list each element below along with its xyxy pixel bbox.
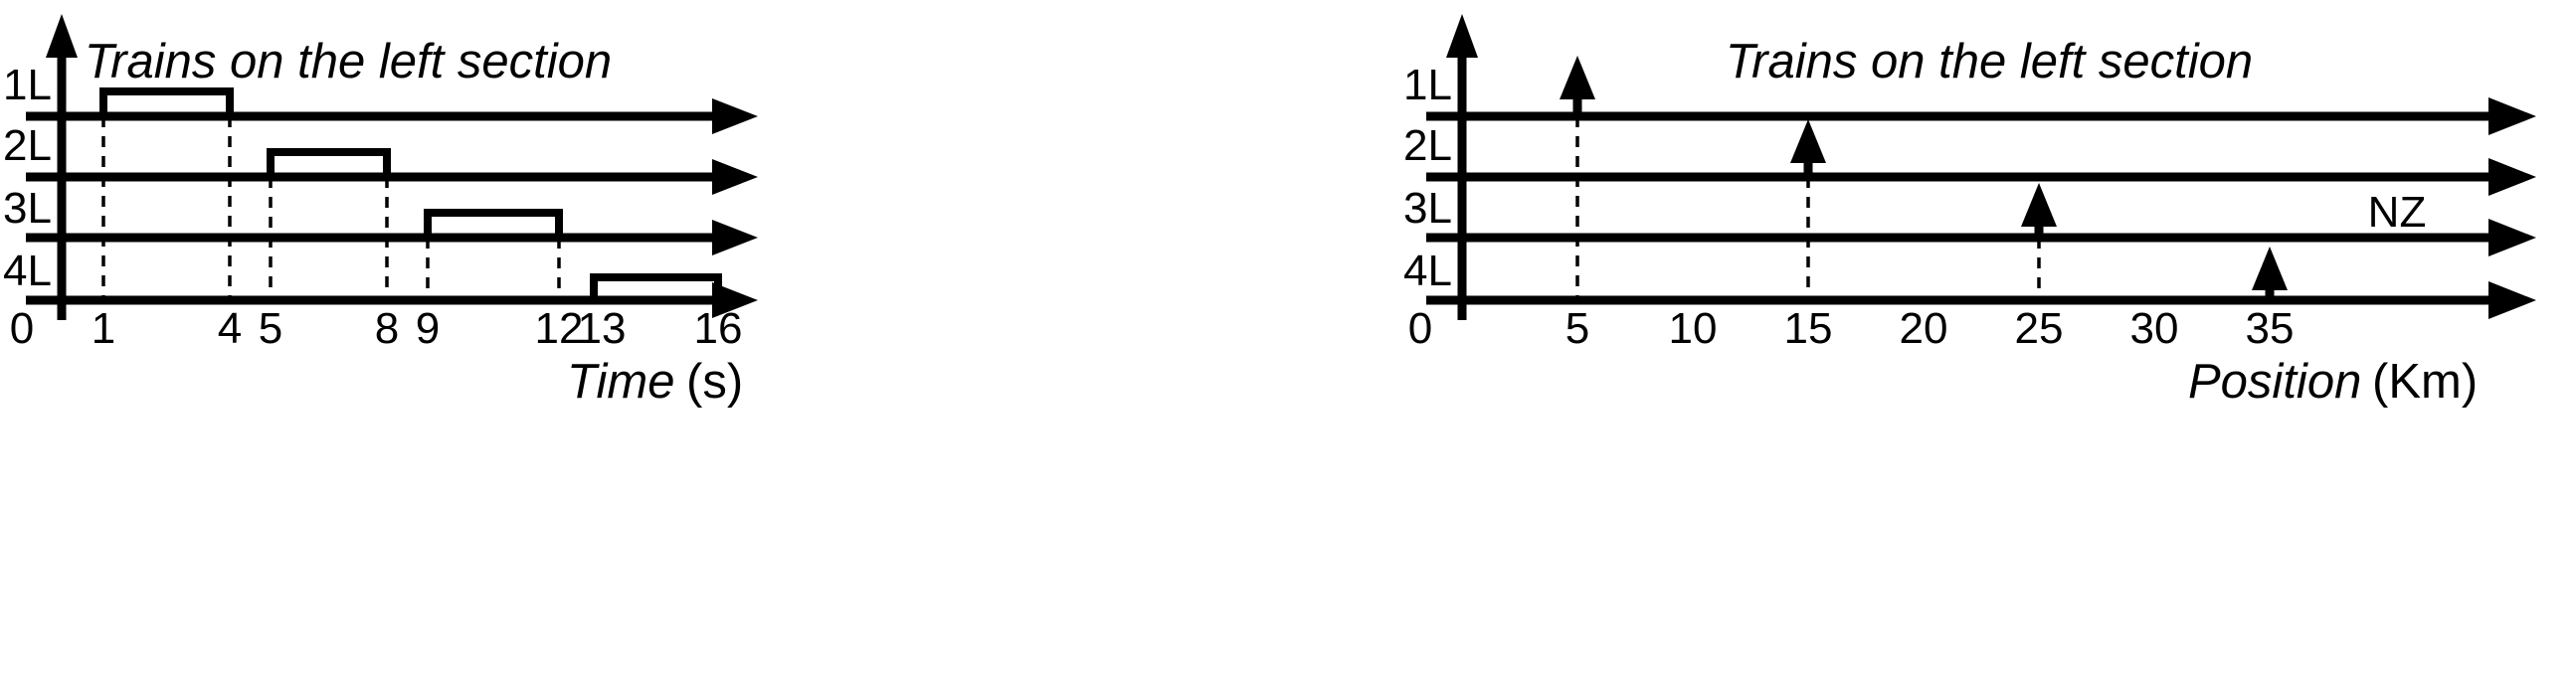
left-track-label-1L: 1L — [3, 61, 52, 109]
left-origin-label: 0 — [10, 304, 34, 353]
right-y-axis — [1446, 14, 1478, 320]
event-arrow-1L — [1560, 56, 1595, 116]
right-track-3L-arrowhead — [2488, 219, 2536, 256]
event-arrow-3L — [2021, 183, 2057, 238]
right-x-tick-20: 20 — [1900, 304, 1948, 353]
right-track-label-1L: 1L — [1403, 61, 1452, 109]
left-x-tick-4: 4 — [218, 304, 242, 353]
occupancy-block-1L — [99, 87, 234, 116]
left-y-axis-arrowhead — [46, 14, 78, 58]
right-track-tick-labels: 1L 2L 3L 4L — [1403, 61, 1452, 295]
nz-annotation-label: NZ — [2368, 188, 2427, 237]
right-x-tick-15: 15 — [1784, 304, 1833, 353]
left-track-2L-arrowhead — [712, 159, 758, 195]
left-x-tick-labels: 0 1 4 5 8 9 12 13 16 — [10, 304, 743, 353]
right-track-2L-arrowhead — [2488, 158, 2536, 196]
right-position-diagram-panel: NZ 1L 2L 3L 4L 0 5 10 15 20 25 30 35 Tra… — [1392, 0, 2576, 674]
left-occupancy-blocks — [99, 87, 722, 300]
left-projection-lines — [101, 116, 561, 300]
left-x-tick-13: 13 — [578, 304, 627, 353]
left-track-tick-labels: 1L 2L 3L 4L — [3, 61, 52, 295]
right-x-tick-35: 35 — [2246, 304, 2295, 353]
right-x-tick-10: 10 — [1669, 304, 1718, 353]
right-position-diagram-svg: NZ 1L 2L 3L 4L 0 5 10 15 20 25 30 35 Tra… — [1403, 14, 2536, 409]
occupancy-block-4L — [590, 273, 722, 300]
left-track-3L-arrowhead — [712, 220, 758, 255]
left-track-lines — [26, 98, 758, 318]
right-x-tick-30: 30 — [2130, 304, 2179, 353]
left-track-label-3L: 3L — [3, 184, 52, 233]
right-event-arrows — [1560, 56, 2288, 300]
left-x-tick-16: 16 — [694, 304, 743, 353]
left-x-tick-12: 12 — [535, 304, 584, 353]
left-x-axis-caption-name: Time — [567, 355, 674, 409]
left-track-label-2L: 2L — [3, 121, 52, 170]
right-track-1L-arrowhead — [2488, 97, 2536, 135]
right-track-lines — [1426, 97, 2536, 319]
right-y-axis-arrowhead — [1446, 14, 1478, 58]
right-x-tick-5: 5 — [1565, 304, 1589, 353]
right-track-label-3L: 3L — [1403, 184, 1452, 233]
right-track-label-4L: 4L — [1403, 247, 1452, 295]
event-arrow-4L — [2252, 247, 2288, 300]
right-x-tick-25: 25 — [2015, 304, 2064, 353]
left-track-1L-arrowhead — [712, 98, 758, 134]
right-x-axis-caption-unit: (Km) — [2372, 355, 2478, 409]
right-track-4L-arrowhead — [2488, 281, 2536, 319]
left-x-tick-8: 8 — [375, 304, 399, 353]
left-chart-title: Trains on the left section — [85, 35, 612, 88]
left-y-axis — [46, 14, 78, 320]
left-time-diagram-panel: 1L 2L 3L 4L 0 1 4 5 8 9 12 13 16 Trains … — [3, 14, 758, 409]
event-arrow-2L — [1790, 119, 1826, 177]
right-projection-lines — [1575, 116, 2041, 300]
right-track-label-2L: 2L — [1403, 121, 1452, 170]
left-track-4L-arrowhead — [712, 282, 758, 318]
left-x-tick-1: 1 — [92, 304, 115, 353]
right-x-axis-caption-name: Position — [2188, 355, 2361, 409]
right-origin-label: 0 — [1408, 304, 1432, 353]
left-x-axis-caption-unit: (s) — [686, 355, 743, 409]
occupancy-block-3L — [424, 209, 563, 238]
left-x-tick-5: 5 — [259, 304, 282, 353]
left-x-axis-caption: Time (s) — [567, 355, 743, 409]
left-time-diagram-svg: 1L 2L 3L 4L 0 1 4 5 8 9 12 13 16 Trains … — [3, 14, 758, 409]
occupancy-block-2L — [267, 148, 391, 177]
left-x-tick-9: 9 — [416, 304, 440, 353]
right-chart-title: Trains on the left section — [1726, 35, 2253, 88]
right-x-axis-caption: Position (Km) — [2188, 355, 2478, 409]
left-track-label-4L: 4L — [3, 247, 52, 295]
right-x-tick-labels: 0 5 10 15 20 25 30 35 — [1408, 304, 2295, 353]
